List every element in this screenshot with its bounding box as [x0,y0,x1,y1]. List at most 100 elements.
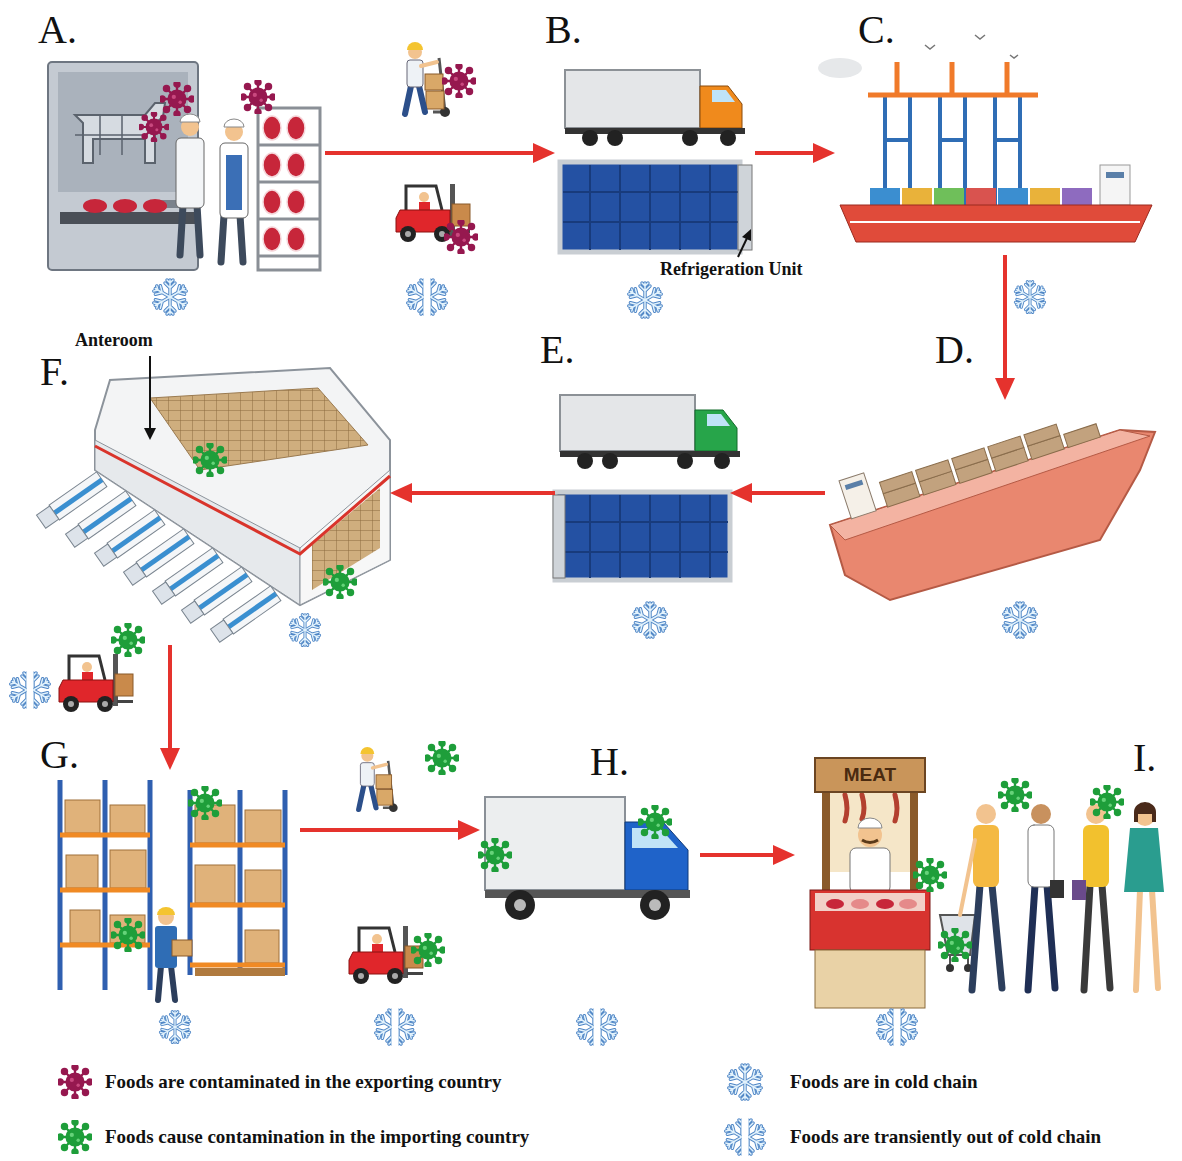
cold-store [144,428,156,440]
slaughterhouse-illustration [258,145,320,256]
stage-node: B. [555,60,755,255]
flow-arrow [700,845,795,865]
cargo-ship [830,430,1155,600]
cargo-ship [988,436,1024,458]
slaughterhouse-illustration [224,119,244,127]
delivery-truck [478,838,513,873]
slaughterhouse-illustration [160,82,195,117]
port-illustration [818,35,1152,312]
delivery-truck [577,1010,617,1044]
cold-store [323,565,358,600]
arrow-line [168,645,172,752]
stage-node: C. [835,60,1155,255]
arrow-line [748,491,825,495]
cargo-ship [839,473,876,519]
stage-letter: B. [545,10,582,50]
handling-icons [396,42,478,314]
meat-stall-and-shoppers [1028,885,1055,990]
truck-and-container [582,130,598,146]
stage-letter: G. [40,735,79,775]
meat-stall-and-shoppers [858,818,882,828]
cold-store [95,440,300,605]
port-illustration [897,62,1007,95]
flow-arrow [325,143,555,163]
truck-and-container [695,410,737,451]
warehouse-shelves [66,855,98,888]
port-illustration [850,221,1140,223]
truck-and-container [553,495,565,578]
cold-store [36,472,281,643]
delivery-truck [649,899,661,911]
handling-icons [10,623,146,712]
meat-stall-and-shoppers [815,950,925,1008]
warehouse-shelves [172,940,192,956]
arrow-head [458,820,480,840]
warehouse-shelves [195,968,285,976]
truck-and-container [712,90,735,102]
slaughterhouse-illustration [139,112,170,143]
cargo-ship [830,399,1155,637]
cold-store [140,535,190,572]
meat-stall-and-shoppers [810,758,1164,1044]
meat-stall-and-shoppers [815,758,925,792]
handling-icons [444,220,479,255]
slaughterhouse-illustration [263,153,281,177]
meat-stall-and-shoppers [998,778,1033,813]
warehouse-shelves [110,805,145,833]
slaughterhouse-illustration [75,115,145,155]
delivery-truck [514,899,526,911]
handling-icons [111,623,146,658]
slaughterhouse-illustration [143,199,167,213]
truck-and-container [707,414,730,426]
slaughterhouse-illustration [258,108,320,270]
slaughterhouse-illustration [287,153,305,177]
cold-store [124,563,146,585]
truck-and-container [633,603,667,637]
stage-node: D. [825,400,1155,605]
meat-stall-and-shoppers [960,802,1164,990]
flow-arrow [995,255,1015,400]
port-illustration [1106,172,1124,178]
legend-symbols [58,1120,93,1155]
port-illustration [1030,188,1060,205]
meat-stall-and-shoppers [946,964,954,972]
port-illustration [1014,282,1045,313]
handling-icons [359,747,398,812]
meat-stall-and-shoppers [1031,804,1051,824]
arrow-line [755,151,817,155]
slaughterhouse-illustration [83,199,107,213]
slaughterhouse-illustration [48,62,320,314]
port-illustration [870,188,900,205]
truck-and-container [560,162,740,252]
port-illustration [902,188,932,205]
port-illustration [1062,188,1092,205]
meat-stall-and-shoppers [899,899,917,909]
arrow-head [730,483,752,503]
meat-stall-and-shoppers [973,825,999,887]
slaughterhouse-illustration [176,138,204,208]
slaughterhouse-illustration [263,116,281,140]
warehouse-shelves [188,786,223,821]
cold-store [169,554,219,591]
cold-store [95,544,117,566]
sign-text: MEAT [844,764,896,787]
arrow-line [700,853,777,857]
truck-and-container [682,130,698,146]
flow-arrow [160,645,180,770]
meat-stall-and-shoppers [938,928,973,963]
arrow-line [408,491,555,495]
meat-stall-and-shoppers [1134,802,1156,822]
slaughterhouse-illustration [263,190,281,214]
cold-store [182,601,204,623]
cold-store [37,506,59,528]
legend-row: Foods are transiently out of cold chain [790,1126,1101,1149]
truck-and-container [738,165,752,250]
port-illustration [840,205,1152,242]
meat-stall-and-shoppers [862,840,878,843]
arrow-line [1003,255,1007,382]
truck-and-container [560,395,695,451]
label-anchor: Refrigeration Unit [660,259,802,281]
cold-store [53,478,103,515]
warehouse-shelves [110,850,146,888]
